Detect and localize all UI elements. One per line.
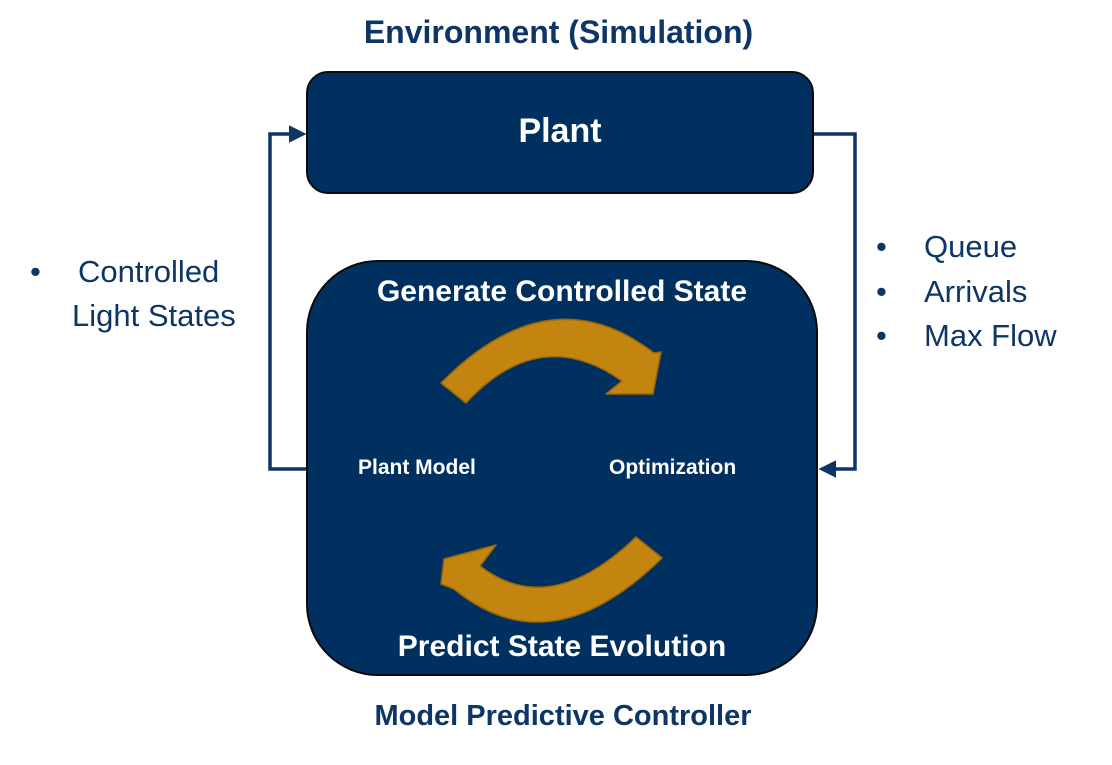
plant-outputs-annotation: • Queue • Arrivals • Max Flow [876,225,1057,359]
generate-state-label: Generate Controlled State [376,275,748,308]
plant-box [306,71,814,194]
plant-model-label: Plant Model [358,456,476,479]
left-annotation-text-1: Controlled [78,254,220,289]
bullet-glyph: • [876,273,887,309]
controlled-light-states-annotation: • Controlled Light States [30,250,255,338]
list-item: • Queue [876,225,1057,270]
list-item: • Max Flow [876,314,1057,359]
controller-title: Model Predictive Controller [374,700,752,732]
environment-title: Environment (Simulation) [363,14,754,50]
left-annotation-line-2: Light States [72,298,236,333]
measurement-connector [814,132,857,478]
queue-label: Queue [924,229,1018,264]
list-item: • Arrivals [876,270,1057,315]
max-flow-label: Max Flow [924,318,1057,353]
arrivals-label: Arrivals [924,273,1028,309]
left-annotation-line-1: • Controlled [30,250,255,294]
lower-cycle-arrow [440,536,663,623]
optimization-label: Optimization [609,456,737,479]
bullet-glyph: • [876,229,887,264]
predict-state-label: Predict State Evolution [397,630,727,663]
control-feedback-connector [268,125,307,471]
bullet-glyph: • [30,254,41,289]
bullet-glyph: • [876,318,887,353]
plant-label: Plant [518,112,602,150]
upper-cycle-arrow [440,318,662,404]
